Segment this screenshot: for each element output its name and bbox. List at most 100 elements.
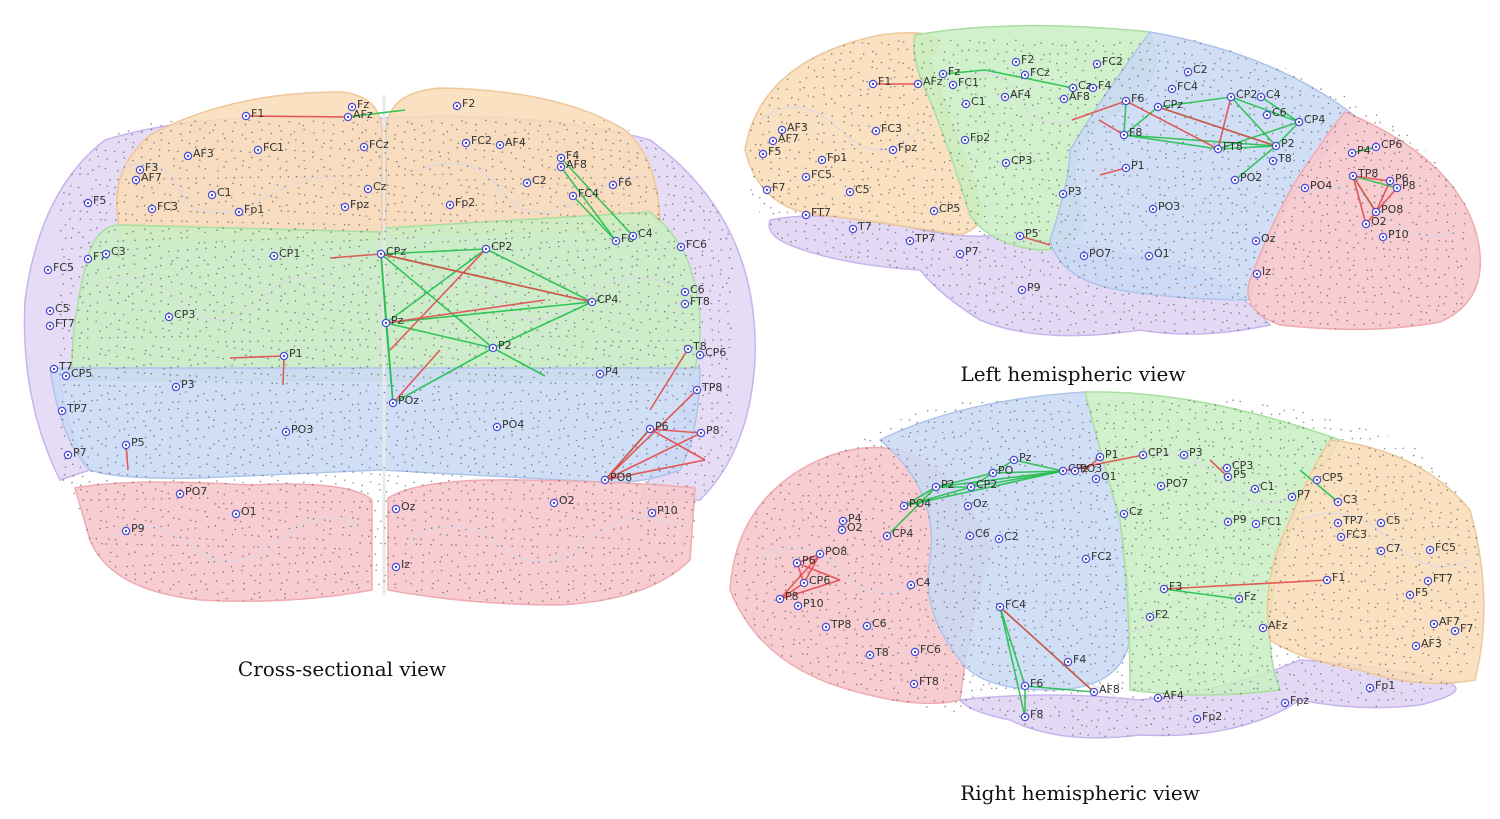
grid-dot: [683, 138, 685, 140]
grid-dot: [700, 464, 703, 467]
grid-dot: [439, 155, 442, 158]
grid-dot: [709, 264, 712, 267]
grid-dot: [537, 130, 539, 132]
grid-dot: [762, 58, 765, 60]
frontal-region-right: [385, 87, 661, 236]
grid-dot: [540, 480, 543, 483]
grid-dot: [528, 137, 530, 140]
electrode-marker-center: [464, 141, 468, 145]
grid-dot: [530, 321, 532, 324]
grid-dot: [880, 139, 882, 142]
grid-dot: [924, 94, 927, 96]
grid-dot: [502, 250, 504, 253]
grid-dot: [288, 276, 291, 278]
grid-dot: [116, 336, 119, 339]
grid-dot: [199, 537, 201, 540]
grid-dot: [635, 384, 638, 386]
grid-dot: [460, 366, 463, 368]
grid-dot: [790, 203, 793, 205]
green-connection-edge: [347, 109, 406, 118]
grid-dot: [270, 247, 273, 250]
grid-dot: [903, 309, 906, 311]
grid-dot: [248, 214, 251, 216]
grid-dot: [822, 87, 825, 89]
grid-dot: [267, 435, 270, 437]
grid-dot: [394, 133, 396, 136]
grid-dot: [126, 284, 129, 286]
grid-dot: [844, 295, 847, 298]
grid-dot: [821, 112, 824, 114]
grid-dot: [91, 582, 94, 584]
grid-dot: [558, 353, 560, 356]
grid-dot: [307, 428, 309, 431]
grid-dot: [180, 300, 183, 303]
grid-dot: [682, 312, 684, 315]
grid-dot: [779, 113, 782, 116]
grid-dot: [348, 466, 350, 468]
electrode-marker-center: [495, 425, 499, 429]
grid-dot: [214, 284, 217, 287]
grid-dot: [377, 282, 379, 284]
grid-dot: [573, 286, 576, 289]
grid-dot: [128, 553, 130, 555]
grid-dot: [834, 102, 836, 104]
grid-dot: [358, 224, 361, 226]
grid-dot: [126, 123, 128, 126]
grid-dot: [152, 498, 155, 500]
electrode-marker-center: [174, 385, 178, 389]
grid-dot: [712, 512, 715, 514]
grid-dot: [190, 474, 192, 476]
grid-dot: [281, 323, 283, 325]
grid-dot: [658, 466, 660, 469]
grid-dot: [356, 551, 359, 554]
grid-dot: [630, 376, 633, 379]
grid-dot: [89, 218, 92, 221]
grid-dot: [213, 148, 215, 150]
grid-dot: [844, 140, 846, 143]
grid-dot: [821, 192, 824, 195]
grid-dot: [852, 178, 854, 181]
grid-dot: [866, 255, 869, 258]
grid-dot: [144, 436, 147, 439]
grid-dot: [505, 196, 508, 198]
grid-dot: [108, 336, 111, 339]
grid-dot: [316, 588, 319, 591]
grid-dot: [817, 133, 820, 135]
grid-dot: [151, 214, 153, 217]
grid-dot: [224, 119, 227, 122]
grid-dot: [197, 363, 199, 366]
grid-dot: [269, 461, 272, 464]
grid-dot: [278, 452, 281, 455]
grid-dot: [803, 261, 805, 263]
grid-dot: [194, 527, 197, 529]
grid-dot: [478, 535, 480, 538]
grid-dot: [469, 520, 472, 522]
grid-dot: [676, 511, 678, 514]
grid-dot: [482, 466, 484, 468]
grid-dot: [222, 148, 224, 151]
grid-dot: [583, 583, 586, 585]
grid-dot: [133, 336, 135, 339]
grid-dot: [906, 48, 909, 51]
grid-dot: [287, 222, 290, 225]
grid-dot: [72, 421, 75, 424]
grid-dot: [203, 572, 206, 575]
grid-dot: [259, 457, 262, 460]
grid-dot: [483, 380, 486, 383]
grid-dot: [287, 141, 290, 144]
electrode-label: FC2: [471, 134, 492, 147]
grid-dot: [778, 211, 781, 214]
grid-dot: [564, 390, 566, 393]
grid-dot: [122, 498, 125, 501]
grid-dot: [415, 448, 418, 450]
grid-dot: [131, 308, 134, 311]
grid-dot: [143, 372, 146, 374]
grid-dot: [668, 471, 670, 473]
grid-dot: [512, 322, 515, 325]
grid-dot: [379, 167, 381, 169]
electrode-marker-center: [603, 478, 607, 482]
grid-dot: [880, 61, 883, 64]
grid-dot: [216, 221, 219, 223]
grid-dot: [902, 141, 904, 143]
grid-dot: [712, 564, 714, 566]
